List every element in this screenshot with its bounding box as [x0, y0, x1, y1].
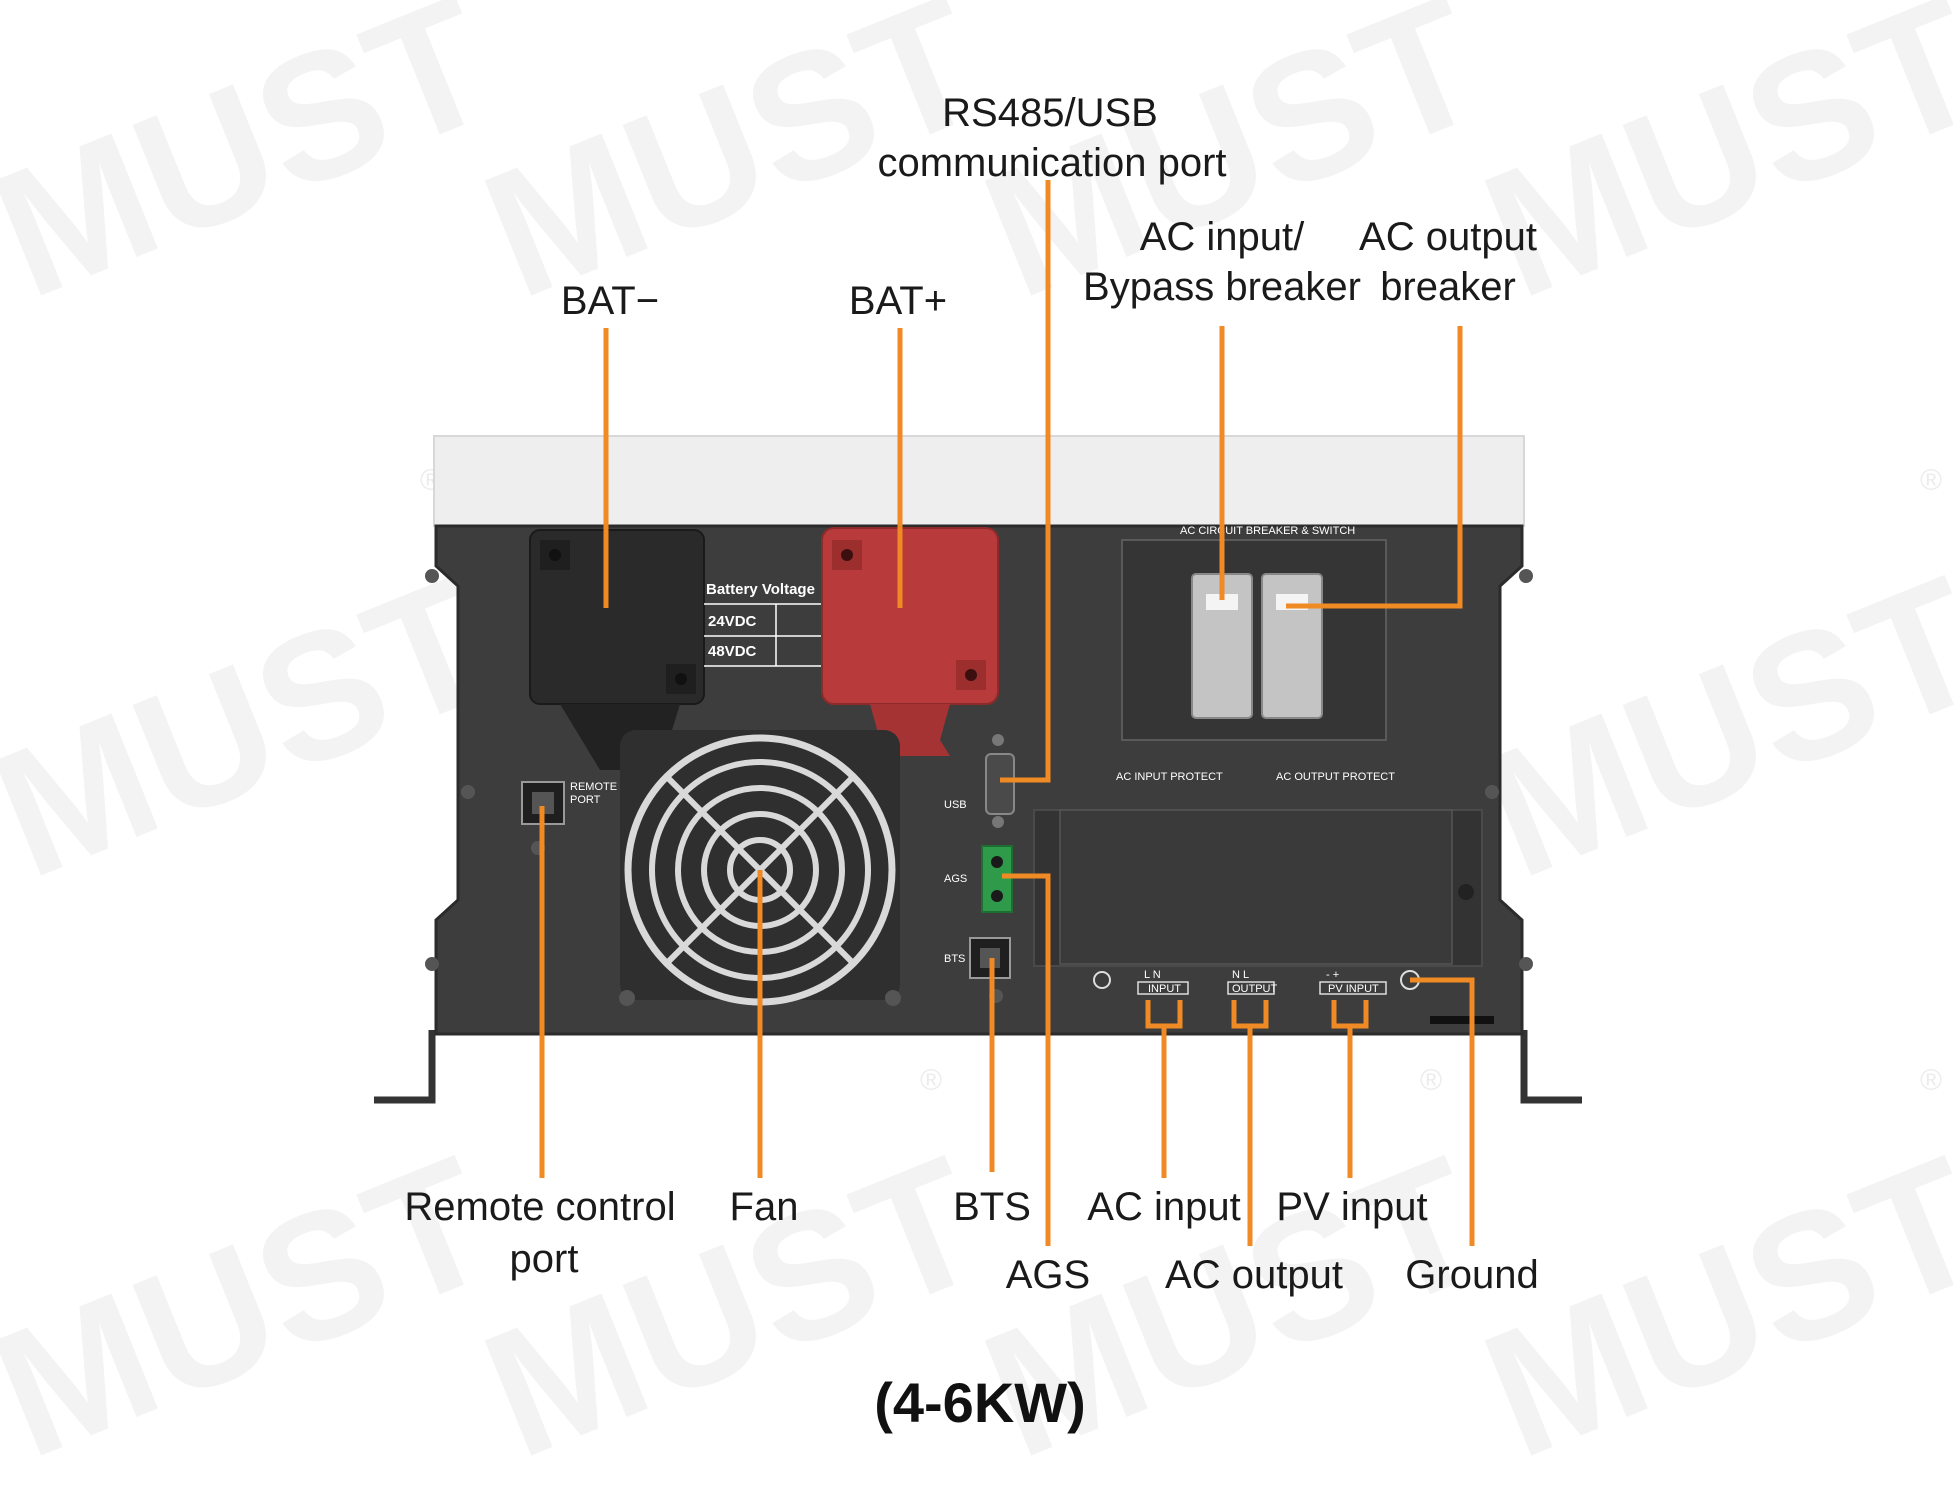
- label-ac-input-breaker-line1: AC input/: [1140, 215, 1305, 259]
- watermark: MUST: [0, 539, 517, 916]
- left-mounting-foot: [374, 1030, 436, 1104]
- remote-port-label-1: REMOTE: [570, 781, 617, 793]
- right-mounting-foot: [1520, 1030, 1582, 1104]
- screw: [425, 957, 439, 971]
- screw: [461, 785, 475, 799]
- ags-port-label: AGS: [944, 873, 967, 885]
- registered-mark: ®: [1920, 464, 1942, 497]
- terminal-labels: L N INPUT N L OUTPUT - + PV INPUT: [1093, 969, 1494, 1024]
- ac-input-protect-label: AC INPUT PROTECT: [1116, 771, 1223, 783]
- label-remote-control-line2: port: [510, 1237, 579, 1281]
- label-ground: Ground: [1405, 1253, 1538, 1297]
- leader-ac-output-breaker: [1286, 326, 1463, 609]
- label-ac-output: AC output: [1165, 1253, 1343, 1297]
- remote-port-label-2: PORT: [570, 794, 601, 806]
- output-pins: N L: [1232, 969, 1249, 981]
- registered-mark: ®: [1920, 1064, 1942, 1097]
- screw: [1485, 785, 1499, 799]
- input-pins: L N: [1144, 969, 1161, 981]
- rs485-usb-port: USB: [944, 734, 1015, 828]
- watermark: MUST: [959, 1119, 1507, 1496]
- label-bat-minus: BAT−: [561, 279, 659, 323]
- voltage-row-24: 24VDC: [708, 613, 757, 630]
- usb-port-label: USB: [944, 799, 967, 811]
- callout-labels: RS485/USB communication port AC input/ B…: [404, 91, 1538, 1297]
- watermark: MUST: [1459, 1119, 1960, 1496]
- screw: [1519, 957, 1533, 971]
- leader-lines: [539, 180, 1475, 1246]
- watermark: MUST: [0, 0, 517, 336]
- watermark: MUST: [1459, 539, 1960, 916]
- breaker-panel-title: AC CIRCUIT BREAKER & SWITCH: [1180, 525, 1355, 537]
- battery-voltage-title: Battery Voltage: [706, 581, 815, 598]
- bts-port-label: BTS: [944, 953, 965, 965]
- label-fan: Fan: [730, 1185, 799, 1229]
- screw: [425, 569, 439, 583]
- pv-terminal-label: PV INPUT: [1328, 983, 1379, 995]
- breaker-panel: AC CIRCUIT BREAKER & SWITCH AC INPUT PRO…: [1116, 525, 1395, 783]
- pv-pins: - +: [1326, 969, 1339, 981]
- screw: [1519, 569, 1533, 583]
- ags-connector: AGS: [944, 845, 1013, 913]
- label-bts: BTS: [953, 1185, 1031, 1229]
- watermark: MUST: [0, 1119, 517, 1496]
- top-cover: [433, 435, 1525, 527]
- remote-port: REMOTE PORT: [521, 781, 617, 855]
- label-bat-plus: BAT+: [849, 279, 947, 323]
- input-terminal-label: INPUT: [1148, 983, 1181, 995]
- label-rs485-usb-line2: communication port: [877, 141, 1226, 185]
- label-ac-input: AC input: [1087, 1185, 1240, 1229]
- registered-mark: ®: [1420, 1064, 1442, 1097]
- label-ac-input-breaker-line2: Bypass breaker: [1083, 265, 1361, 309]
- ac-output-protect-label: AC OUTPUT PROTECT: [1276, 771, 1395, 783]
- leader-ags: [1002, 873, 1051, 1246]
- label-ac-output-breaker-line2: breaker: [1380, 265, 1516, 309]
- label-ags: AGS: [1006, 1253, 1090, 1297]
- voltage-row-48: 48VDC: [708, 643, 757, 660]
- leader-ground: [1410, 977, 1475, 1246]
- terminal-cover: [1033, 809, 1483, 967]
- battery-voltage-table: Battery Voltage 24VDC 48VDC: [704, 581, 824, 667]
- label-pv-input: PV input: [1276, 1185, 1427, 1229]
- inverter-unit: Battery Voltage 24VDC 48VDC USB: [374, 435, 1582, 1104]
- leader-rs485-usb: [1000, 180, 1051, 783]
- watermark: MUST: [1459, 0, 1960, 336]
- output-terminal-label: OUTPUT: [1232, 983, 1278, 995]
- label-rs485-usb-line1: RS485/USB: [942, 91, 1158, 135]
- label-ac-output-breaker-line1: AC output: [1359, 215, 1537, 259]
- registered-mark: ®: [920, 1064, 942, 1097]
- label-remote-control-line1: Remote control: [404, 1185, 675, 1229]
- model-caption: (4-6KW): [874, 1371, 1086, 1434]
